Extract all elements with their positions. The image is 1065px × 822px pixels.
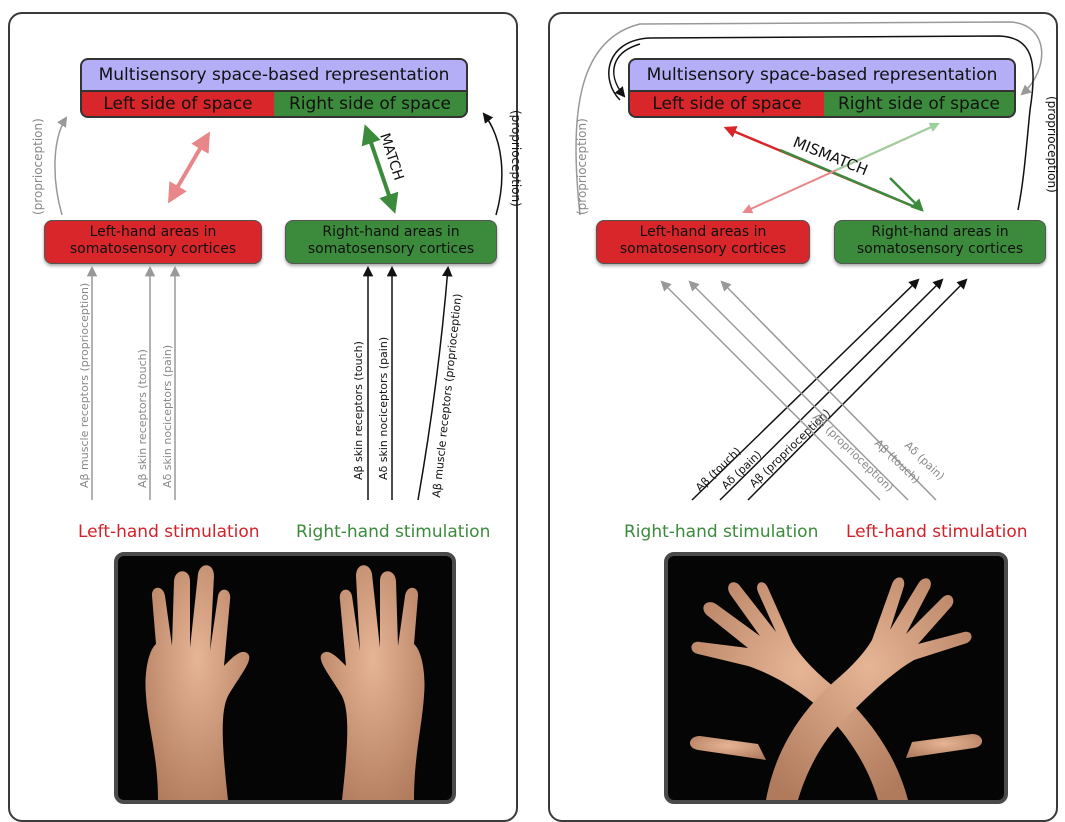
mismatch-green-segment xyxy=(779,148,923,212)
proprioception-arrow-left-panel-right xyxy=(482,112,503,216)
mismatch-lightgreen-arrow xyxy=(835,122,940,171)
right-hand-area-box-left: Right-hand areas in somatosensory cortic… xyxy=(285,220,497,264)
rep-left-side-left: Left side of space xyxy=(80,90,274,118)
match-arrow xyxy=(361,124,399,214)
rep-right-side-right: Right side of space xyxy=(824,90,1016,118)
proprioception-label: (proprioception) xyxy=(1045,96,1059,193)
proprioception-label: (proprioception) xyxy=(31,118,45,215)
left-hand-area-box-right: Left-hand areas in somatosensory cortice… xyxy=(596,220,810,264)
stim-label-left-hand: Left-hand stimulation xyxy=(78,522,260,542)
receptor-arrow xyxy=(688,280,909,501)
rep-title-right: Multisensory space-based representation xyxy=(628,58,1016,90)
stim-label-left-hand-crossed: Left-hand stimulation xyxy=(846,522,1028,542)
left-hand-area-box-left: Left-hand areas in somatosensory cortice… xyxy=(44,220,262,264)
receptor-label: Aβ muscle receptors (proprioception) xyxy=(78,283,91,488)
receptor-label: Aβ skin receptors (touch) xyxy=(136,349,149,488)
proprioception-loop-black xyxy=(608,35,1034,211)
area-label-line2: somatosensory cortices xyxy=(856,241,1024,257)
right-hand-area-box-right: Right-hand areas in somatosensory cortic… xyxy=(834,220,1046,264)
area-label-line2: somatosensory cortices xyxy=(69,241,237,257)
rep-title-left: Multisensory space-based representation xyxy=(80,58,468,90)
mismatch-green-head xyxy=(889,177,924,212)
receptor-label: Aβ muscle receptors (proprioception) xyxy=(430,293,464,498)
receptor-label: Aδ skin nociceptors (pain) xyxy=(161,345,174,488)
area-label-line1: Left-hand areas in xyxy=(639,224,767,240)
receptor-label: Aβ skin receptors (touch) xyxy=(352,341,365,480)
receptor-arrow xyxy=(417,265,453,501)
proprioception-label: (proprioception) xyxy=(509,110,523,207)
area-label-line2: somatosensory cortices xyxy=(619,241,787,257)
uncrossed-hands-photo xyxy=(114,552,456,804)
receptor-arrow xyxy=(747,278,968,501)
proprioception-loop-gray xyxy=(575,21,1043,216)
area-label-line1: Right-hand areas in xyxy=(871,224,1009,240)
rep-right-side-left: Right side of space xyxy=(274,90,468,118)
proprioception-label: (proprioception) xyxy=(575,118,589,215)
receptor-arrow xyxy=(720,280,937,501)
receptor-arrow xyxy=(660,280,881,501)
area-label-line2: somatosensory cortices xyxy=(307,241,475,257)
stim-label-right-hand-crossed: Right-hand stimulation xyxy=(624,522,819,542)
receptor-arrow xyxy=(719,278,944,501)
crossed-hands-photo xyxy=(664,552,1008,804)
receptor-label: Aδ skin nociceptors (pain) xyxy=(377,337,390,480)
stim-label-right-hand: Right-hand stimulation xyxy=(296,522,491,542)
left-bidirectional-arrow xyxy=(167,131,211,204)
area-label-line1: Right-hand areas in xyxy=(322,224,460,240)
receptor-arrow xyxy=(691,278,920,501)
proprioception-arrow-left-panel-left xyxy=(54,116,68,216)
rep-left-side-right: Left side of space xyxy=(628,90,824,118)
area-label-line1: Left-hand areas in xyxy=(89,224,217,240)
proprioception-loop-black-head xyxy=(613,43,641,98)
